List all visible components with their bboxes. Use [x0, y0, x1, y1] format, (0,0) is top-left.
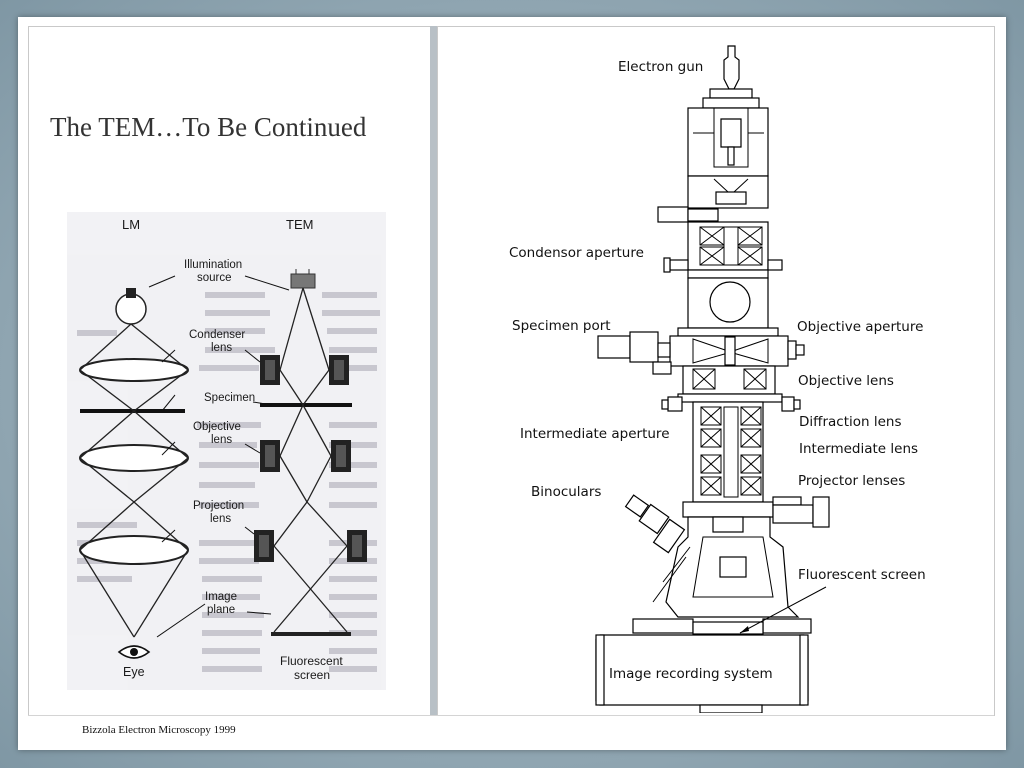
lm-projection-lens — [79, 535, 189, 565]
projection-lens-label: Projection lens — [193, 500, 247, 525]
lm-condenser-lens — [79, 358, 189, 382]
condensor-aperture-label: Condensor aperture — [509, 245, 644, 261]
objective-lens-label: Objective lens — [193, 421, 244, 446]
tem-header: TEM — [286, 217, 313, 232]
tem-illumination-source — [290, 273, 316, 289]
lm-objective-lens — [79, 444, 189, 472]
lm-light-rays — [79, 323, 189, 638]
intermediate-aperture-label: Intermediate aperture — [520, 426, 670, 442]
diffraction-lens-label: Diffraction lens — [799, 414, 902, 430]
tem-projection-lens — [254, 530, 367, 562]
light-bulb-icon — [115, 288, 147, 325]
objective-aperture-label: Objective aperture — [797, 319, 923, 335]
tem-pointer-lines — [148, 275, 290, 638]
panel-divider — [430, 26, 437, 716]
fluorescent-screen-pointer — [739, 586, 827, 634]
footer-divider — [28, 715, 994, 716]
lm-header: LM — [122, 217, 140, 232]
specimen-port-label: Specimen port — [512, 318, 611, 334]
intermediate-lens-label: Intermediate lens — [799, 441, 918, 457]
image-plane-label: Image plane — [205, 591, 240, 616]
fluorescent-screen-label: Fluorescent screen — [280, 654, 346, 682]
objective-lens-label: Objective lens — [798, 373, 894, 389]
fluorescent-screen-label-right: Fluorescent screen — [798, 567, 926, 583]
page-title: The TEM…To Be Continued — [50, 112, 367, 142]
specimen-label: Specimen — [204, 392, 255, 404]
tem-electron-rays — [273, 287, 348, 633]
eye-label: Eye — [123, 665, 145, 679]
lm-tem-comparison-figure: LM TEM — [67, 212, 386, 690]
condenser-lens-label: Condenser lens — [189, 329, 248, 354]
tem-condenser-lens — [260, 355, 349, 385]
eye-icon — [117, 645, 151, 659]
illumination-source-label: Illumination source — [184, 259, 245, 284]
electron-gun-label: Electron gun — [618, 59, 703, 75]
tem-column-body — [595, 45, 830, 713]
tem-fluorescent-screen — [271, 632, 351, 636]
tem-column-schematic: Electron gun Condensor aperture Specimen… — [509, 45, 926, 713]
image-recording-system-label: Image recording system — [609, 666, 773, 682]
projector-lenses-label: Projector lenses — [798, 473, 905, 489]
lm-tem-diagram: LM TEM — [67, 212, 386, 690]
binoculars-label: Binoculars — [531, 484, 601, 500]
binoculars-icon — [624, 494, 686, 554]
figure-credit: Bizzola Electron Microscopy 1999 — [82, 724, 236, 736]
tem-objective-lens — [260, 440, 351, 472]
